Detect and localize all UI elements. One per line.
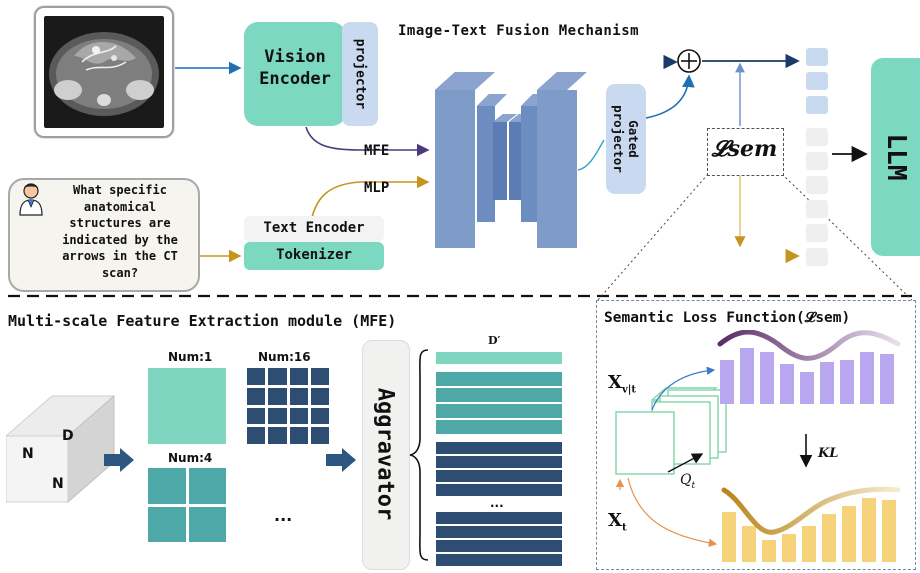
projector-label-wrap: projector: [342, 22, 378, 126]
conv-block-1: [435, 72, 495, 248]
aggregate-brace: [409, 349, 429, 561]
q-t-label: Qt: [680, 472, 695, 491]
vision-encoder-label: Vision Encoder: [259, 47, 331, 89]
text-token: [806, 128, 828, 146]
stack-ellipsis: ...: [490, 496, 504, 510]
projector-box: [342, 22, 378, 126]
conv-block-2: [477, 94, 507, 222]
x-t-label: Xt: [608, 510, 627, 534]
conv-block-6: [537, 72, 587, 248]
llm-label: LLM: [880, 133, 911, 181]
aggravator-box: [362, 340, 410, 570]
aggravator-label: Aggravator: [372, 387, 398, 521]
cube-label-d: D: [62, 428, 74, 444]
distribution-t: [721, 486, 901, 562]
semantic-loss-illustration: [615, 330, 901, 562]
feature-bars-num-16-b: [436, 512, 562, 568]
text-encoder-label: Text Encoder: [263, 220, 365, 236]
semantic-loss-symbol: 𝓛sem: [711, 136, 778, 162]
cube-label-n-top: N: [22, 446, 34, 462]
semantic-loss-title: Semantic Loss Function(𝓛sem): [604, 310, 851, 326]
semantic-loss-box: [707, 128, 784, 176]
doctor-icon: [19, 183, 43, 216]
feature-bars-num-16-a: [436, 442, 562, 498]
q-t-symbol: Q: [680, 472, 692, 488]
kl-label: KL: [818, 446, 839, 461]
conv-block-4: [509, 114, 533, 200]
mfe-module-title: Multi-scale Feature Extraction module (M…: [8, 312, 397, 330]
visual-token: [806, 48, 828, 66]
projector-label: projector: [352, 38, 368, 110]
gated-projector-box: Gated projector: [606, 84, 646, 194]
visual-token: [806, 72, 828, 90]
input-feature-cube: [6, 394, 116, 504]
ct-scan-drawing: [49, 32, 159, 116]
text-token: [806, 248, 828, 266]
x-t-subscript: t: [621, 522, 627, 534]
tokenizer-label: Tokenizer: [276, 247, 352, 263]
x-vt-label: Xv|t: [608, 372, 636, 396]
text-token: [806, 200, 828, 218]
x-vt-symbol: X: [608, 372, 622, 393]
text-token: [806, 224, 828, 242]
text-token: [806, 176, 828, 194]
token-column: [806, 48, 828, 274]
arrow-to-aggravator: [326, 448, 356, 472]
q-t-subscript: t: [691, 480, 696, 491]
x-t-symbol: X: [608, 510, 622, 531]
text-token: [806, 152, 828, 170]
d-prime-label: D′: [488, 334, 501, 347]
feature-stack: [435, 72, 587, 248]
distribution-vt: [717, 330, 901, 404]
grid-num-4: [148, 468, 226, 542]
mfe-label: MFE: [364, 143, 390, 159]
mlp-label: MLP: [364, 180, 390, 196]
num-1-label: Num:1: [168, 350, 213, 364]
question-bubble: [8, 178, 200, 292]
llm-box: [871, 58, 920, 256]
arrow-to-grids: [104, 448, 134, 472]
grid-ellipsis: ...: [274, 506, 293, 525]
feature-bars-num-4: [436, 372, 562, 436]
aggravator-label-wrap: Aggravator: [362, 340, 408, 568]
gated-projector-label: Gated projector: [611, 105, 641, 173]
ct-scan-image: [34, 6, 174, 138]
x-vt-subscript: v|t: [621, 384, 637, 396]
text-encoder-box: [244, 216, 384, 242]
num-4-label: Num:4: [168, 451, 213, 465]
conv-block-3: [493, 114, 517, 200]
grid-num-16: [247, 368, 329, 444]
semantic-loss-panel: [596, 300, 916, 570]
cube-label-n-side: N: [52, 476, 64, 492]
fusion-title: Image-Text Fusion Mechanism: [398, 23, 640, 39]
conv-block-5: [521, 94, 551, 222]
grid-num-1: [148, 368, 226, 444]
feature-bar-num-1: [436, 352, 562, 364]
vision-encoder-box: [244, 22, 346, 126]
tokenizer-box: [244, 242, 384, 270]
visual-token: [806, 96, 828, 114]
question-text: What specific anatomical structures are …: [62, 183, 178, 280]
num-16-label: Num:16: [258, 350, 311, 364]
llm-label-wrap: LLM: [871, 58, 920, 256]
feature-sheets: [615, 387, 727, 475]
